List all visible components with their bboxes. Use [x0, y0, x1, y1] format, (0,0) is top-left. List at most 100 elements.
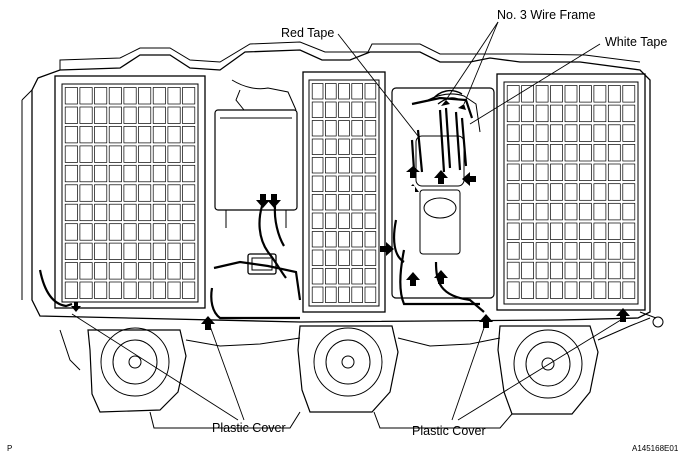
battery-cell-slot	[167, 106, 181, 124]
battery-cell-slot	[593, 202, 607, 221]
arrow-up-icon	[616, 308, 630, 322]
battery-cell-slot	[108, 126, 122, 144]
battery-cell-slot	[108, 223, 122, 241]
battery-cell-slot	[138, 126, 152, 144]
battery-cell-slot	[182, 106, 196, 124]
battery-cell-slot	[138, 262, 152, 280]
battery-cell-slot	[64, 262, 78, 280]
arrow-down-icon	[71, 302, 81, 312]
battery-cell-slot	[182, 203, 196, 222]
battery-cell-slot	[64, 223, 78, 241]
battery-cell-slot	[579, 242, 592, 260]
battery-cell-slot	[338, 175, 350, 192]
battery-cell-slot	[579, 281, 592, 299]
battery-cell-slot	[593, 124, 607, 142]
battery-cell-slot	[325, 231, 337, 248]
fan-ducts	[149, 317, 651, 429]
leader-plastic-cover-right-b	[457, 317, 625, 421]
battery-cell-slot	[622, 261, 636, 280]
battery-cell-slot	[108, 145, 122, 163]
battery-cell-slot	[123, 223, 137, 241]
battery-cell-slot	[152, 145, 166, 163]
battery-cell-slot	[167, 242, 181, 260]
battery-cell-slot	[364, 194, 377, 211]
battery-tray-outline	[21, 41, 651, 323]
battery-cell-slot	[351, 175, 363, 192]
battery-cell-slot	[521, 85, 534, 103]
battery-cell-slot	[521, 242, 534, 260]
battery-cell-slot	[364, 101, 377, 118]
battery-cell-slot	[564, 163, 578, 181]
battery-cell-slot	[79, 126, 93, 144]
leader-plastic-cover-right-a	[451, 321, 487, 421]
battery-cell-slot	[311, 231, 324, 248]
callout-red-tape: Red Tape	[281, 26, 335, 40]
battery-cell-slot	[622, 163, 636, 181]
battery-cell-slot	[506, 242, 520, 260]
battery-cell-slot	[622, 124, 636, 142]
battery-cell-slot	[550, 261, 563, 280]
battery-cell-slot	[351, 101, 363, 118]
battery-cell-slot	[64, 184, 78, 202]
battery-cell-slot	[579, 124, 592, 142]
battery-cell-slot	[94, 106, 108, 124]
battery-cell-slot	[535, 124, 549, 142]
battery-cell-slot	[564, 281, 578, 299]
battery-cell-slot	[607, 144, 621, 162]
battery-cell-slot	[521, 261, 534, 280]
battery-cell-slot	[152, 242, 166, 260]
battery-cell-slot	[550, 85, 563, 103]
leader-arrowhead	[458, 104, 466, 110]
battery-cell-slot	[593, 85, 607, 103]
battery-cell-slot	[607, 183, 621, 201]
battery-cell-slot	[167, 87, 181, 105]
battery-cell-slot	[123, 106, 137, 124]
battery-cell-slot	[138, 223, 152, 241]
battery-cell-slot	[167, 262, 181, 280]
battery-cell-slot	[311, 175, 324, 192]
battery-cell-slot	[123, 126, 137, 144]
battery-cell-slot	[521, 124, 534, 142]
battery-cell-slot	[521, 104, 534, 123]
arrow-left-icon	[462, 172, 476, 186]
junction-box-left	[214, 79, 298, 228]
arrow-up-icon	[434, 170, 448, 184]
battery-cell-slot	[535, 242, 549, 260]
battery-cell-slot	[79, 145, 93, 163]
battery-cell-slot	[311, 249, 324, 266]
battery-cell-slot	[123, 87, 137, 105]
battery-cell-slot	[550, 124, 563, 142]
arrow-up-icon	[434, 270, 448, 284]
battery-cell-slot	[138, 106, 152, 124]
battery-cell-slot	[325, 157, 337, 174]
blower-fan-left	[59, 327, 187, 413]
battery-cell-slot	[351, 212, 363, 229]
battery-cell-slot	[593, 183, 607, 201]
battery-cell-slot	[506, 222, 520, 240]
wire-harness-right	[393, 96, 485, 313]
leader-red-tape	[337, 33, 419, 137]
blower-fan-right	[497, 325, 599, 415]
battery-cell-slot	[182, 223, 196, 241]
battery-cell-slot	[564, 183, 578, 201]
corner-mark-left: P	[7, 444, 13, 453]
battery-cell-slot	[138, 145, 152, 163]
battery-cell-slot	[338, 231, 350, 248]
battery-cell-slot	[167, 126, 181, 144]
battery-cell-slot	[64, 145, 78, 163]
battery-cell-slot	[364, 175, 377, 192]
battery-cell-slot	[564, 144, 578, 162]
battery-cell-slot	[79, 106, 93, 124]
battery-cell-slot	[123, 145, 137, 163]
cell-grid-center	[311, 83, 377, 303]
leader-arrowhead	[441, 100, 450, 106]
battery-cell-slot	[593, 222, 607, 240]
cell-grid-left	[64, 87, 196, 299]
battery-cell-slot	[94, 281, 108, 299]
battery-cell-slot	[607, 222, 621, 240]
battery-cell-slot	[152, 184, 166, 202]
battery-cell-slot	[607, 242, 621, 260]
battery-cell-slot	[311, 101, 324, 118]
battery-cell-slot	[579, 163, 592, 181]
battery-cell-slot	[364, 120, 377, 137]
